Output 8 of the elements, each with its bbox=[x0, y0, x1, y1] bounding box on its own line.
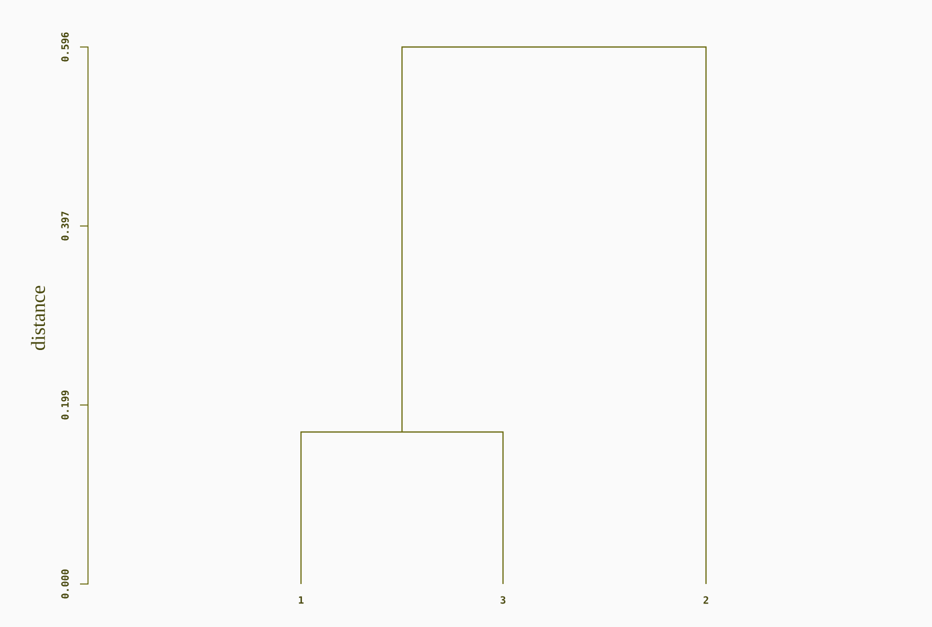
tick-label: 0.397 bbox=[61, 212, 69, 240]
leaf-label: 3 bbox=[500, 596, 506, 604]
tick-label: 0.199 bbox=[61, 390, 69, 420]
tick-label: 0.000 bbox=[61, 570, 69, 598]
leaf-label: 2 bbox=[704, 596, 708, 604]
axis-title: distance bbox=[30, 286, 46, 350]
tick-label: 0.596 bbox=[61, 32, 69, 62]
leaf-label: 1 bbox=[298, 596, 304, 604]
